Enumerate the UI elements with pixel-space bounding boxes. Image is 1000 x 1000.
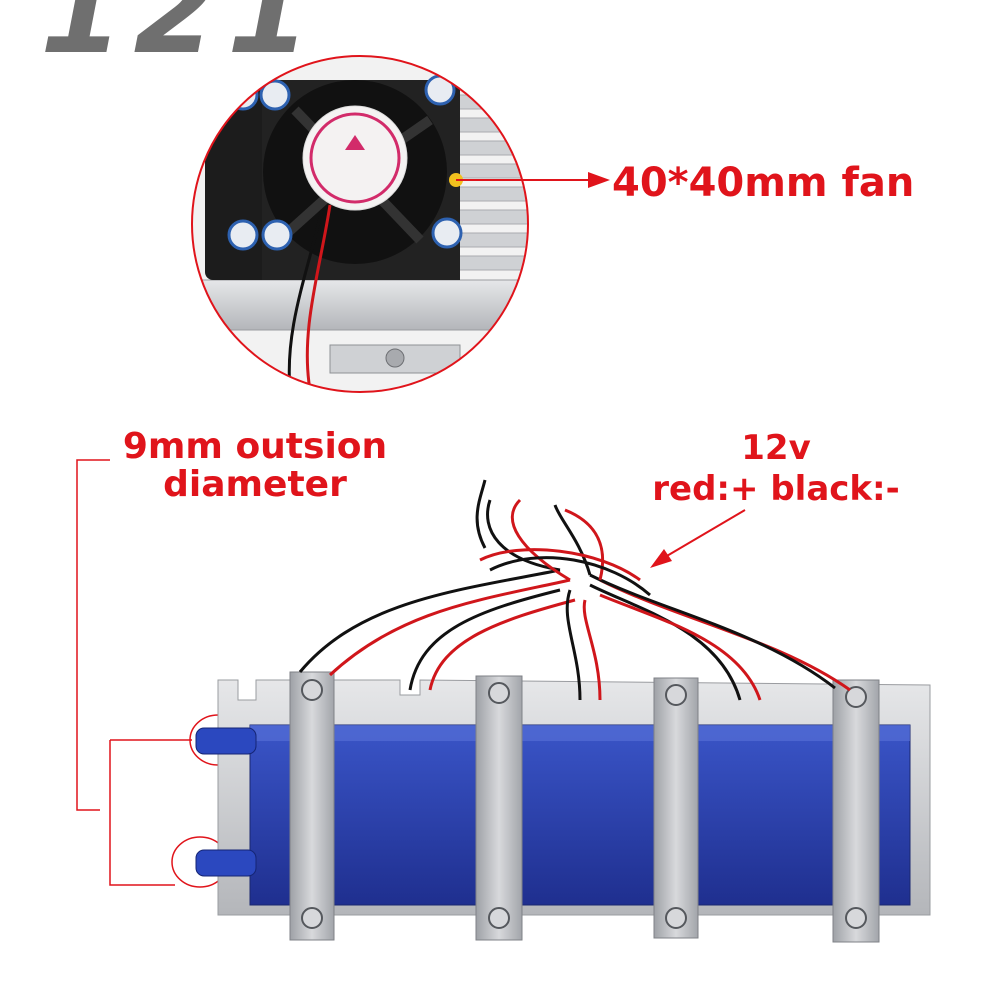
voltage-label: 12v red:+ black:- xyxy=(646,428,906,510)
cooler-assembly xyxy=(195,479,931,943)
wire-bundle xyxy=(298,479,851,701)
voltage-label-line2: red:+ black:- xyxy=(652,468,900,509)
clamp-screws xyxy=(301,679,867,929)
clamp-bars xyxy=(289,671,880,943)
diameter-label: 9mm outsion diameter xyxy=(120,428,390,504)
watermark-logo: 121 xyxy=(40,0,321,81)
voltage-label-line1: 12v xyxy=(741,428,811,468)
zoom-circle-outline xyxy=(191,55,529,393)
fan-zoom-circle xyxy=(192,56,528,392)
fan-arrow xyxy=(456,172,610,188)
fan-size-label: 40*40mm fan xyxy=(612,160,915,206)
diameter-label-line1: 9mm outsion xyxy=(122,426,388,467)
water-nozzles xyxy=(195,727,257,877)
voltage-arrow xyxy=(650,509,746,568)
diameter-label-line2: diameter xyxy=(163,463,347,505)
